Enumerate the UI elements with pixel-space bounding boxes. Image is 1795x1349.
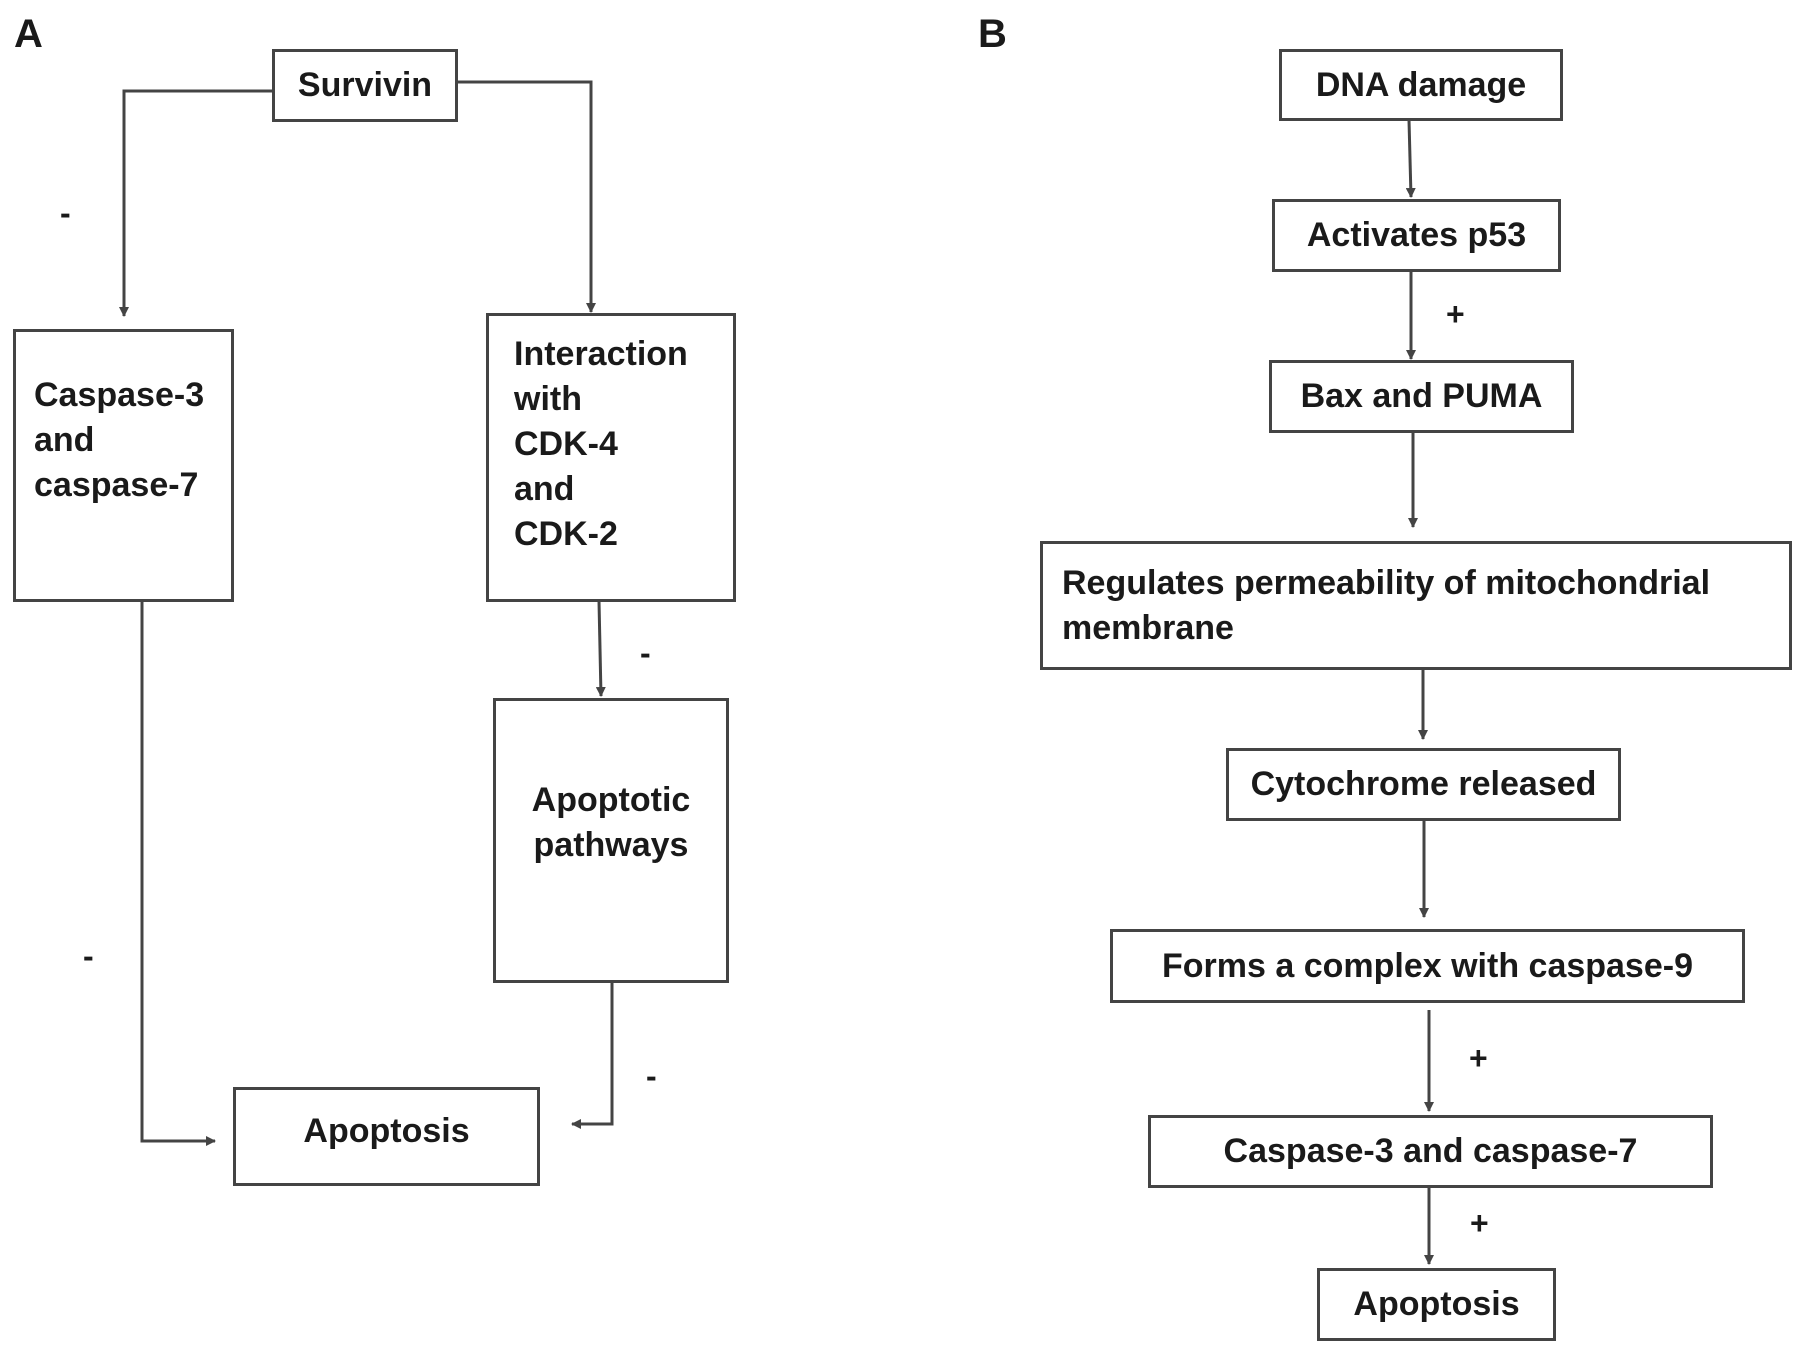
caspase-3-and-7-box-b: Caspase-3 and caspase-7	[1148, 1115, 1713, 1188]
dna-damage-label: DNA damage	[1315, 65, 1527, 104]
regulates-line: membrane	[1062, 608, 1234, 647]
sign-complex-to-caspases: +	[1469, 1040, 1488, 1076]
sign-p53-to-bax: +	[1446, 296, 1465, 332]
caspase-box-line: Caspase-3	[34, 376, 205, 414]
arrow-dna-to-p53	[1405, 119, 1416, 198]
apoptotic-pathways-box: Apoptotic pathways	[493, 698, 729, 983]
activates-p53-box: Activates p53	[1272, 199, 1561, 272]
sign-caspases-to-apoptosis: +	[1470, 1205, 1489, 1241]
complex-label: Forms a complex with caspase-9	[1162, 946, 1693, 985]
arrow-survivin-to-cdk	[457, 80, 596, 313]
cdk-box-line: and	[514, 470, 575, 508]
apoptosis-label-b: Apoptosis	[1353, 1285, 1520, 1323]
cytochrome-released-box: Cytochrome released	[1226, 748, 1621, 821]
caspase-3-and-7-box: Caspase-3 and caspase-7	[13, 329, 234, 602]
regulates-line: Regulates permeability of mitochondrial	[1062, 563, 1711, 602]
cdk-box-line: CDK-2	[514, 515, 618, 553]
sign-apoptotic-to-apoptosis: -	[646, 1058, 657, 1094]
cdk-box-line: with	[514, 380, 582, 418]
mitochondrial-permeability-box: Regulates permeability of mitochondrial …	[1040, 541, 1792, 670]
bax-puma-label: Bax and PUMA	[1300, 377, 1543, 415]
bax-puma-box: Bax and PUMA	[1269, 360, 1574, 433]
apoptosis-label-a: Apoptosis	[303, 1112, 470, 1150]
arrow-apoptotic-to-apoptosis	[571, 982, 614, 1129]
arrow-caspase-to-apoptosis	[140, 602, 216, 1146]
panel-label-b: B	[978, 12, 1007, 56]
cdk-box-line: CDK-4	[514, 425, 618, 463]
cytochrome-label: Cytochrome released	[1250, 765, 1597, 803]
cdk-box-line: Interaction	[514, 335, 688, 373]
apoptotic-box-line: Apoptotic	[531, 780, 691, 819]
sign-cdk-to-apoptotic: -	[640, 635, 651, 671]
caspase-9-complex-box: Forms a complex with caspase-9	[1110, 929, 1745, 1003]
sign-caspase-to-apoptosis: -	[83, 938, 94, 974]
arrow-survivin-to-caspase	[119, 89, 273, 317]
apoptosis-box-b: Apoptosis	[1317, 1268, 1556, 1341]
panel-label-a: A	[14, 12, 43, 56]
sign-survivin-to-caspase: -	[60, 195, 71, 231]
apoptotic-box-line: pathways	[533, 825, 689, 864]
arrow-cdk-to-apoptotic	[595, 600, 606, 697]
survivin-label: Survivin	[297, 66, 433, 104]
caspases-label: Caspase-3 and caspase-7	[1223, 1132, 1638, 1170]
activates-p53-label: Activates p53	[1306, 216, 1527, 254]
caspase-box-line: and	[34, 421, 95, 459]
caspase-box-line: caspase-7	[34, 466, 199, 504]
apoptosis-box-a: Apoptosis	[233, 1087, 540, 1186]
cdk-interaction-box: Interaction with CDK-4 and CDK-2	[486, 313, 736, 602]
dna-damage-box: DNA damage	[1279, 49, 1563, 121]
survivin-box: Survivin	[272, 49, 458, 122]
